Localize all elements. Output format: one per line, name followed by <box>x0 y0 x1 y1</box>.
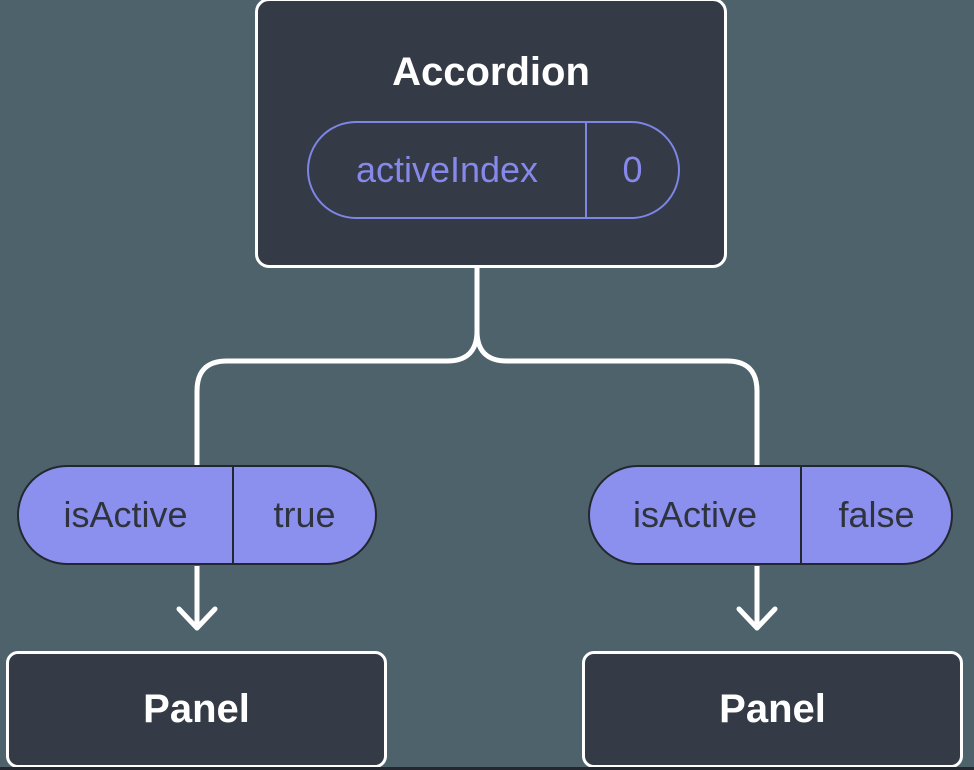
panel-component-title: Panel <box>719 687 826 731</box>
state-value-label: false <box>800 467 951 563</box>
state-pill-isactive-false: isActive false <box>588 465 953 565</box>
bottom-edge-strip <box>0 767 974 770</box>
panel-component-box-left: Panel <box>6 651 387 768</box>
arrow-down-icon-left <box>176 606 218 631</box>
branch-line-left <box>194 266 480 466</box>
branch-line-right <box>474 266 760 466</box>
prop-value-label: 0 <box>585 123 678 217</box>
prop-pill-activeindex: activeIndex 0 <box>307 121 680 219</box>
panel-component-box-right: Panel <box>582 651 963 768</box>
state-name-label: isActive <box>63 494 188 535</box>
panel-component-title: Panel <box>143 687 250 731</box>
accordion-component-title: Accordion <box>392 50 590 94</box>
state-value-label: true <box>232 467 375 563</box>
state-name-label: isActive <box>632 494 758 535</box>
state-pill-isactive-true: isActive true <box>17 465 377 565</box>
prop-name-label: activeIndex <box>355 149 539 190</box>
arrow-down-icon-right <box>736 606 778 631</box>
